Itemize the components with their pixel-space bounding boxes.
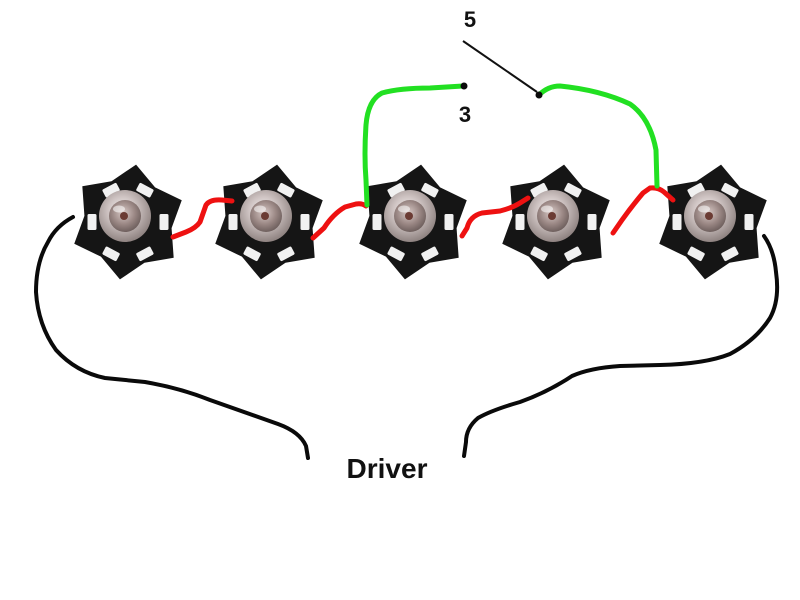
solder-pad bbox=[300, 214, 310, 230]
driver-wire-left bbox=[34, 215, 310, 460]
lens-highlight bbox=[698, 205, 710, 213]
lens-highlight bbox=[254, 205, 266, 213]
solder-pad bbox=[228, 214, 238, 230]
solder-pad bbox=[136, 246, 154, 262]
solder-pad bbox=[102, 182, 120, 198]
tap-wire-right bbox=[536, 83, 660, 189]
label-3: 3 bbox=[459, 102, 471, 127]
solder-pad bbox=[687, 246, 705, 262]
solder-pad bbox=[387, 182, 405, 198]
led-die bbox=[548, 212, 556, 220]
solder-pad bbox=[587, 214, 597, 230]
solder-pad bbox=[102, 246, 120, 262]
solder-pad bbox=[672, 214, 682, 230]
solder-pad bbox=[744, 214, 754, 230]
label-5: 5 bbox=[464, 7, 476, 32]
driver-label: Driver bbox=[347, 453, 428, 484]
led-star-1 bbox=[74, 164, 182, 280]
tap-wire-left bbox=[362, 83, 466, 208]
driver-wire-right bbox=[462, 234, 780, 458]
led-star-2 bbox=[215, 164, 323, 280]
lens-highlight bbox=[398, 205, 410, 213]
solder-pad bbox=[515, 214, 525, 230]
solder-pad bbox=[721, 246, 739, 262]
led-die bbox=[261, 212, 269, 220]
solder-pad bbox=[387, 246, 405, 262]
series-wire-1-2 bbox=[170, 197, 235, 240]
series-wire-3-4 bbox=[459, 195, 531, 239]
series-wire-4-5 bbox=[610, 185, 676, 236]
solder-pad bbox=[530, 182, 548, 198]
solder-pad bbox=[277, 182, 295, 198]
solder-pad bbox=[564, 182, 582, 198]
led-star-4 bbox=[502, 164, 610, 280]
solder-pad bbox=[87, 214, 97, 230]
solder-pad bbox=[277, 246, 295, 262]
solder-pad bbox=[159, 214, 169, 230]
solder-pad bbox=[444, 214, 454, 230]
lens-highlight bbox=[541, 205, 553, 213]
solder-pad bbox=[421, 246, 439, 262]
solder-pad bbox=[372, 214, 382, 230]
solder-pad bbox=[136, 182, 154, 198]
solder-pad bbox=[421, 182, 439, 198]
solder-pad bbox=[687, 182, 705, 198]
pointer-line-5 bbox=[462, 40, 538, 93]
lens-highlight bbox=[113, 205, 125, 213]
solder-pad bbox=[721, 182, 739, 198]
tap-end-3 bbox=[460, 82, 468, 90]
led-die bbox=[405, 212, 413, 220]
solder-pad bbox=[564, 246, 582, 262]
solder-pad bbox=[243, 182, 261, 198]
series-wire-2-3 bbox=[310, 201, 369, 241]
tap-end-5 bbox=[535, 91, 543, 99]
led-star-3 bbox=[359, 164, 467, 280]
led-die bbox=[705, 212, 713, 220]
led-star-5 bbox=[659, 164, 767, 280]
solder-pad bbox=[243, 246, 261, 262]
led-die bbox=[120, 212, 128, 220]
solder-pad bbox=[530, 246, 548, 262]
